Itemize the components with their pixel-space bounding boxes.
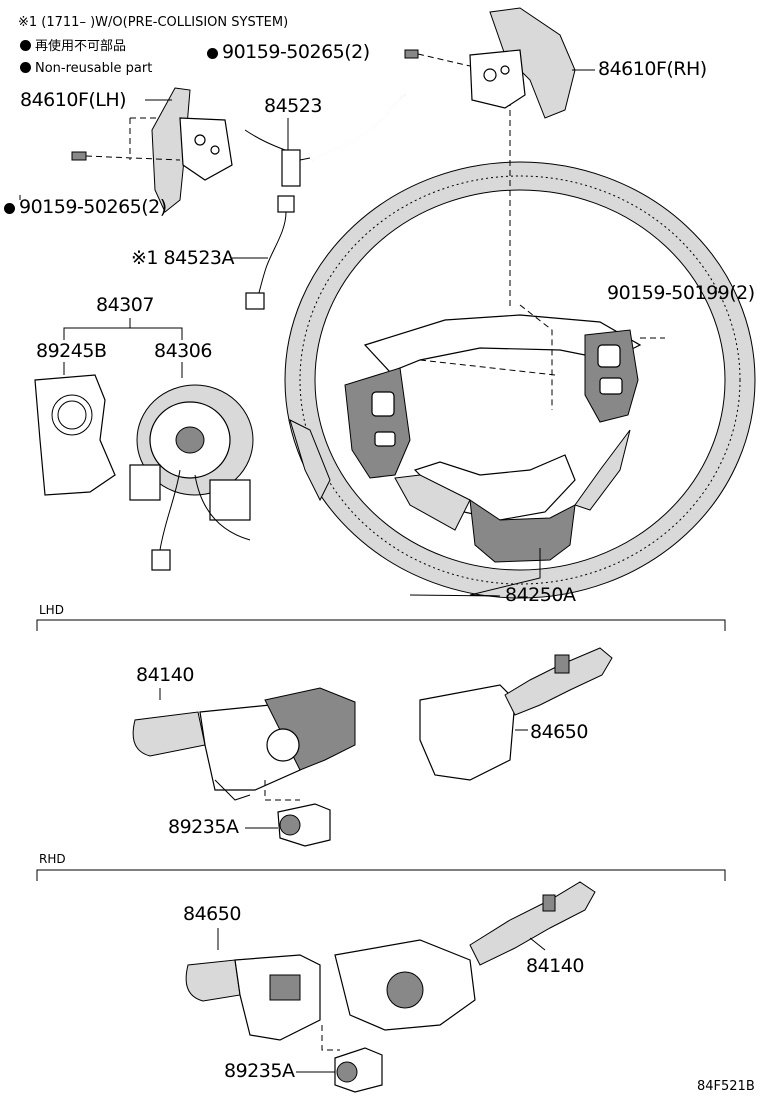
rhd-bracket xyxy=(36,869,726,881)
legend-en-text: Non-reusable part xyxy=(35,61,153,76)
label-bolt-rh-text: 90159-50265(2) xyxy=(222,41,370,63)
non-reusable-dot-icon xyxy=(207,48,218,59)
legend-en: Non-reusable part xyxy=(20,62,152,75)
legend-jp-text: 再使用不可部品 xyxy=(35,39,127,54)
paddle-lh-drawing xyxy=(19,87,233,213)
label-84307[interactable]: 84307 xyxy=(96,294,154,316)
lhd-switches-drawing xyxy=(132,647,613,847)
label-84523a[interactable]: ※1 84523A xyxy=(131,247,235,269)
label-84250a[interactable]: 84250A xyxy=(505,584,576,606)
label-lhd-84650[interactable]: 84650 xyxy=(530,721,588,743)
non-reusable-dot-icon xyxy=(20,40,31,51)
legend-jp: 再使用不可部品 xyxy=(20,40,126,53)
section-rhd: RHD xyxy=(39,852,66,866)
label-84610f-rh[interactable]: 84610F(RH) xyxy=(598,58,707,80)
harness-84523-drawing xyxy=(232,118,311,310)
spiral-cable-drawing xyxy=(34,318,254,571)
label-89245b[interactable]: 89245B xyxy=(36,340,107,362)
non-reusable-dot-icon xyxy=(20,62,31,73)
label-84610f-lh[interactable]: 84610F(LH) xyxy=(20,89,127,111)
label-rhd-89235a[interactable]: 89235A xyxy=(224,1060,295,1082)
lhd-bracket xyxy=(36,619,726,631)
section-lhd: LHD xyxy=(39,603,64,617)
label-bolt-lh-text: 90159-50265(2) xyxy=(19,196,167,218)
label-screw[interactable]: 90159-50199(2) xyxy=(607,282,755,304)
label-rhd-84140[interactable]: 84140 xyxy=(526,955,584,977)
label-lhd-89235a[interactable]: 89235A xyxy=(168,816,239,838)
steering-wheel-drawing xyxy=(284,80,756,599)
non-reusable-dot-icon xyxy=(4,203,15,214)
label-lhd-84140[interactable]: 84140 xyxy=(136,664,194,686)
label-84523[interactable]: 84523 xyxy=(264,95,322,117)
label-bolt-rh[interactable]: 90159-50265(2) xyxy=(207,43,370,62)
paddle-rh-drawing xyxy=(311,7,595,161)
rhd-switches-drawing xyxy=(185,881,596,1093)
figure-code: 84F521B xyxy=(697,1079,755,1094)
label-rhd-84650[interactable]: 84650 xyxy=(183,903,241,925)
note-pre-collision: ※1 (1711– )W/O(PRE-COLLISION SYSTEM) xyxy=(18,15,289,30)
label-bolt-lh[interactable]: 90159-50265(2) xyxy=(4,198,167,217)
label-84306[interactable]: 84306 xyxy=(154,340,212,362)
